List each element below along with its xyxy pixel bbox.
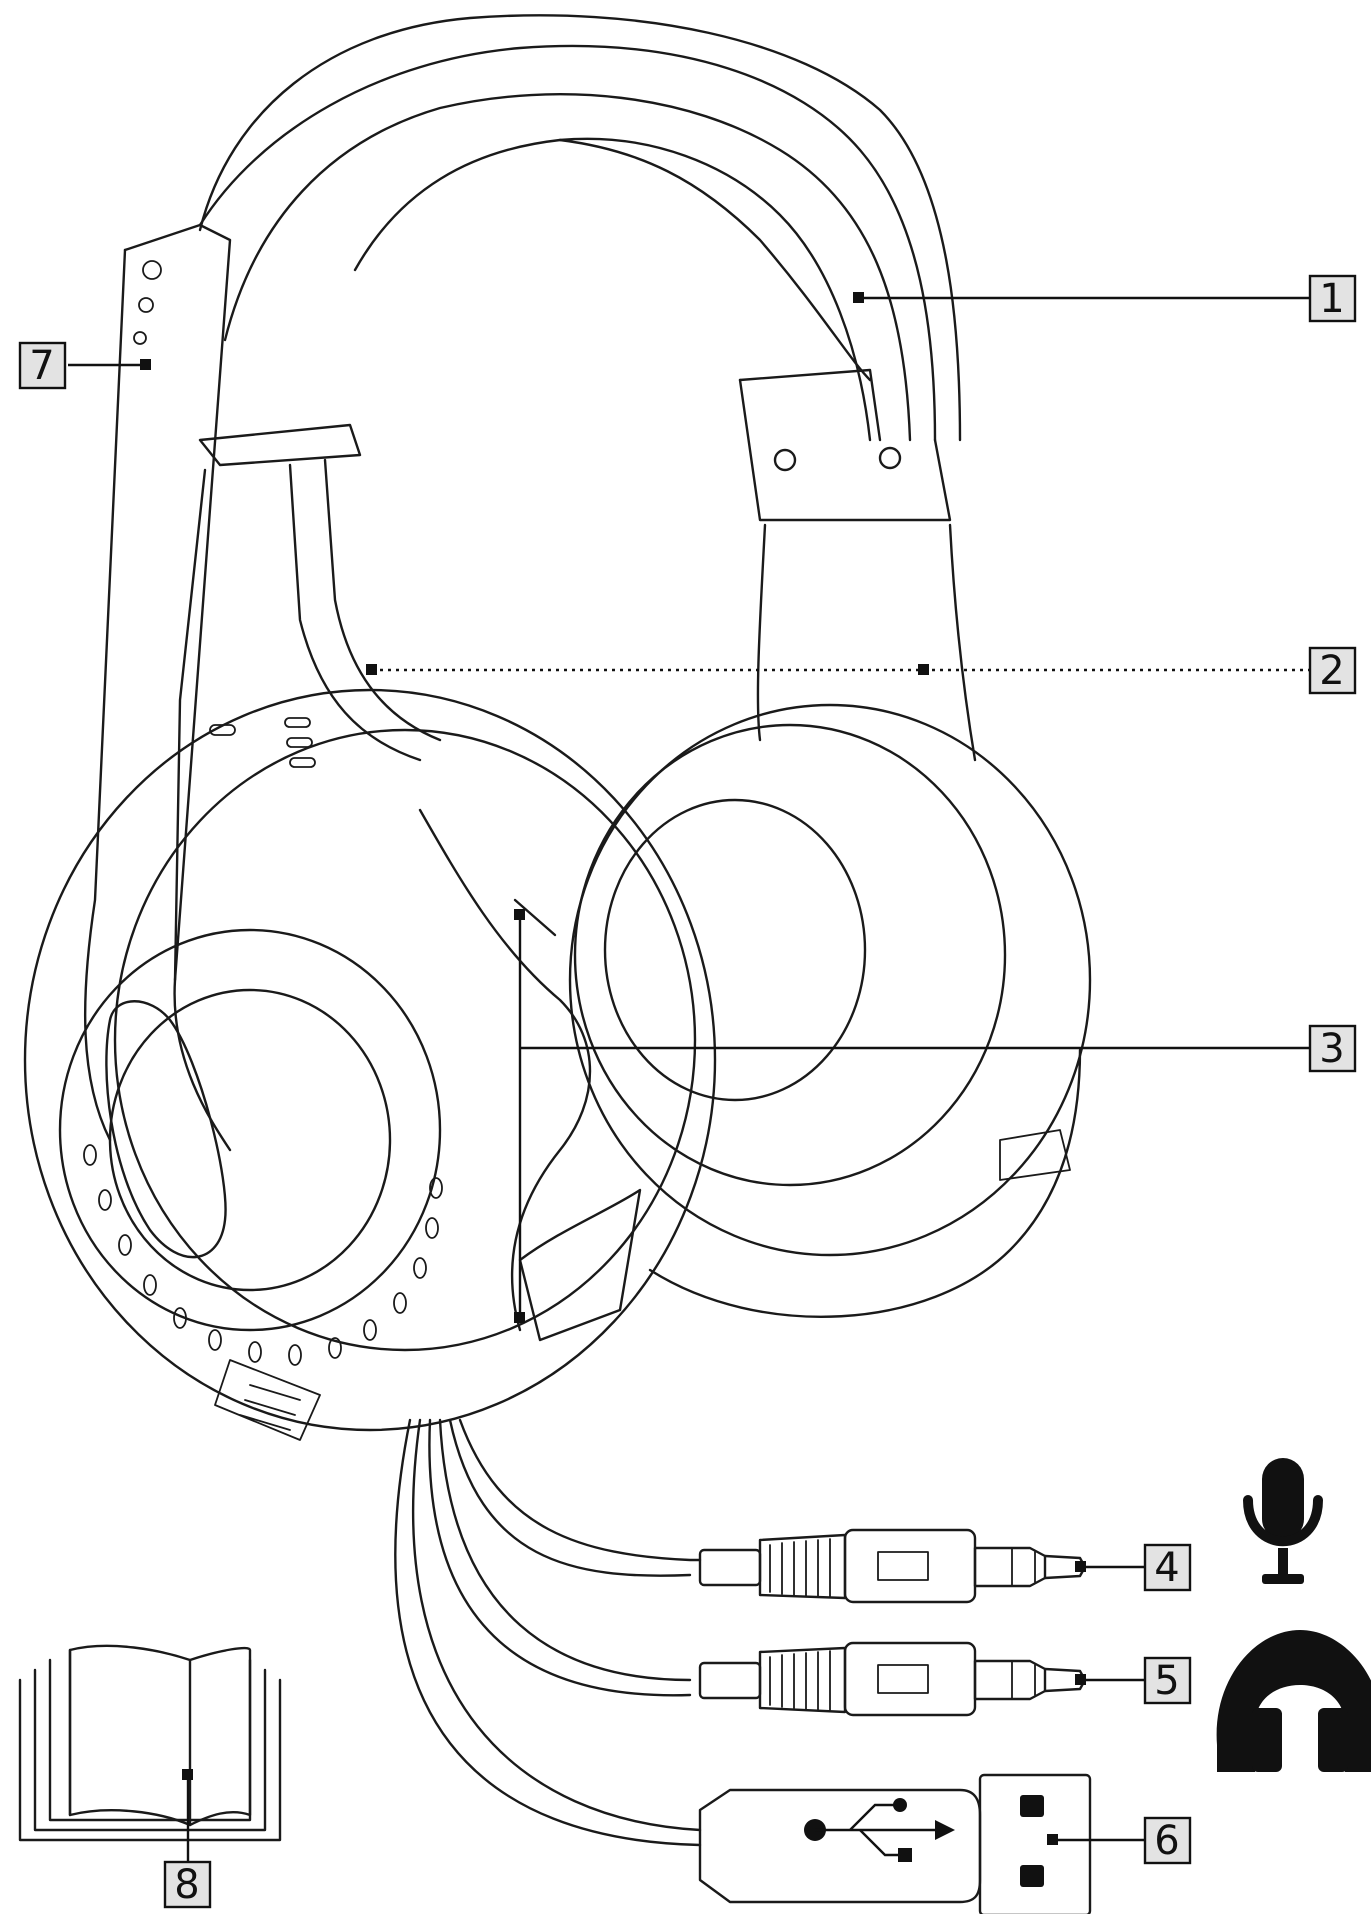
microphone-icon (1243, 1458, 1323, 1584)
callout-4: 4 (1143, 1543, 1192, 1592)
mic-jack-plug (698, 1528, 1087, 1604)
microphone-boom (83, 223, 316, 1259)
cables (394, 1418, 702, 1847)
usb-plug (698, 1773, 1092, 1914)
callout-label-3: 3 (1319, 1026, 1344, 1072)
headband (173, 14, 977, 982)
manual-book-icon (18, 1644, 282, 1842)
callout-1: 1 (1308, 274, 1357, 323)
callout-8: 8 (163, 1860, 212, 1909)
left-ear-cup (23, 688, 717, 1441)
leader-lines (68, 292, 1310, 1862)
headphone-jack-plug (698, 1641, 1087, 1717)
callout-3: 3 (1308, 1024, 1357, 1073)
callout-7: 7 (18, 341, 67, 390)
callout-2: 2 (1308, 646, 1357, 695)
right-ear-cup (568, 703, 1092, 1318)
callout-label-6: 6 (1154, 1818, 1179, 1864)
callout-label-2: 2 (1319, 648, 1344, 694)
headphone-icon (1216, 1630, 1371, 1772)
callout-label-5: 5 (1154, 1658, 1179, 1704)
vent-holes (83, 1144, 443, 1366)
usb-icon (804, 1798, 955, 1862)
callout-label-8: 8 (174, 1862, 199, 1908)
callout-label-1: 1 (1319, 276, 1344, 322)
callout-label-7: 7 (29, 343, 54, 389)
callout-5: 5 (1143, 1656, 1192, 1705)
callout-6: 6 (1143, 1816, 1192, 1865)
callout-label-4: 4 (1154, 1545, 1179, 1591)
